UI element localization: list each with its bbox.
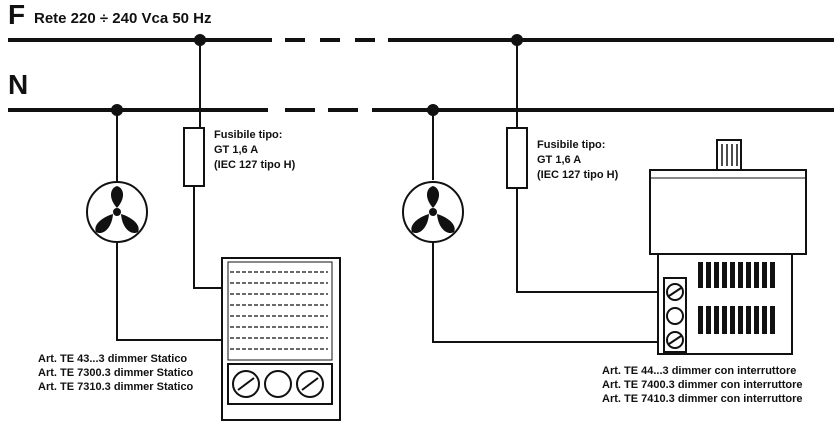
left-fuse-line-3: (IEC 127 tipo H)	[214, 159, 296, 171]
right-fuse	[506, 127, 528, 189]
supply-label: Rete 220 ÷ 240 Vca 50 Hz	[34, 10, 212, 27]
left-fuse-line-1: Fusibile tipo:	[214, 129, 283, 141]
right-fuse-line-1: Fusibile tipo:	[537, 139, 606, 151]
left-fan-icon	[86, 181, 148, 243]
right-fuse-line-2: GT 1,6 A	[537, 154, 582, 166]
right-fan-icon	[402, 181, 464, 243]
neutral-letter: N	[8, 69, 29, 100]
left-article-3: Art. TE 7310.3 dimmer Statico	[38, 381, 194, 393]
left-article-list: Art. TE 43...3 dimmer Statico Art. TE 73…	[38, 352, 193, 394]
left-article-1: Art. TE 43...3 dimmer Statico	[38, 353, 188, 365]
right-terminal-2	[666, 307, 684, 325]
left-fuse-label: Fusibile tipo: GT 1,6 A (IEC 127 tipo H)	[214, 128, 295, 173]
right-article-list: Art. TE 44...3 dimmer con interruttore A…	[602, 364, 803, 406]
phase-letter: F	[8, 0, 26, 30]
right-article-1: Art. TE 44...3 dimmer con interruttore	[602, 365, 797, 377]
left-fuse-line-2: GT 1,6 A	[214, 144, 259, 156]
right-fuse-line-3: (IEC 127 tipo H)	[537, 169, 619, 181]
left-circuit	[86, 34, 341, 421]
right-circuit	[402, 34, 807, 355]
right-dimmer-device	[649, 139, 807, 355]
right-article-2: Art. TE 7400.3 dimmer con interruttore	[602, 379, 803, 391]
right-article-3: Art. TE 7410.3 dimmer con interruttore	[602, 393, 803, 405]
left-terminal-2	[264, 370, 292, 398]
left-fuse	[183, 127, 205, 187]
right-fuse-label: Fusibile tipo: GT 1,6 A (IEC 127 tipo H)	[537, 138, 618, 183]
left-dimmer-device	[221, 257, 341, 421]
left-article-2: Art. TE 7300.3 dimmer Statico	[38, 367, 194, 379]
